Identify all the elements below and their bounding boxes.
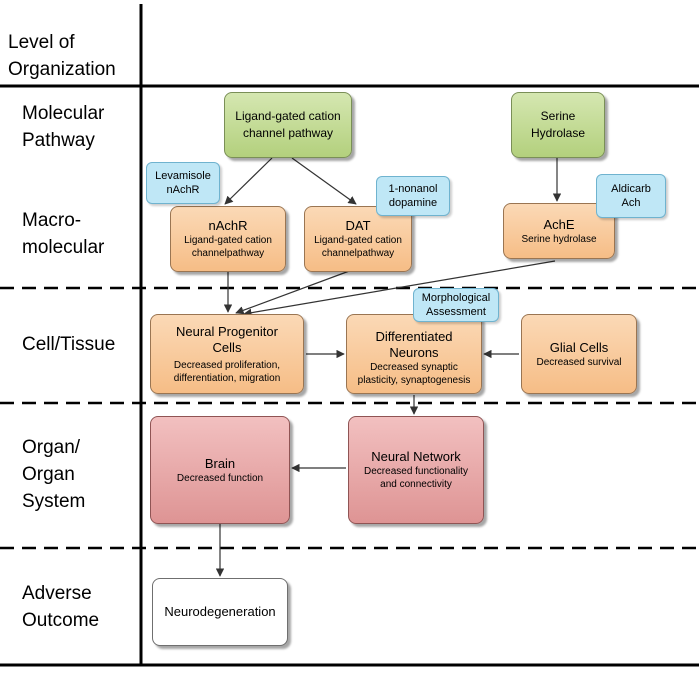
arrow-ligand-to-nachr [224, 157, 273, 205]
node-neural-progenitor-cells: Neural Progenitor Cells Decreased prolif… [150, 314, 304, 394]
node-differentiated-neurons: Differentiated Neurons Decreased synapti… [346, 314, 482, 394]
node-brain: Brain Decreased function [150, 416, 290, 524]
arrow-ache-to-progenitor [243, 260, 556, 317]
node-serine-hydrolase: Serine Hydrolase [511, 92, 605, 158]
callout-aldicarb: Aldicarb Ach [596, 174, 666, 218]
node-ligand-gated-pathway: Ligand-gated cation channel pathway [224, 92, 352, 158]
node-dat: DAT Ligand-gated cation channelpathway [304, 206, 412, 272]
level-label-macromolecular: Macro-molecular [22, 210, 105, 258]
callout-nonanol: 1-nonanol dopamine [376, 176, 450, 216]
node-neural-network: Neural Network Decreased functionality a… [348, 416, 484, 524]
arrow-dat-to-progenitor [235, 269, 353, 315]
level-label-cell-tissue: Cell/Tissue [22, 334, 116, 355]
callout-levamisole: Levamisole nAchR [146, 162, 220, 204]
node-neurodegeneration: Neurodegeneration [152, 578, 288, 646]
callout-morphological-assessment: Morphological Assessment [413, 288, 499, 322]
node-nachr: nAchR Ligand-gated cation channelpathway [170, 206, 286, 272]
arrow-ligand-to-dat [291, 157, 357, 205]
node-glial-cells: Glial Cells Decreased survival [521, 314, 637, 394]
